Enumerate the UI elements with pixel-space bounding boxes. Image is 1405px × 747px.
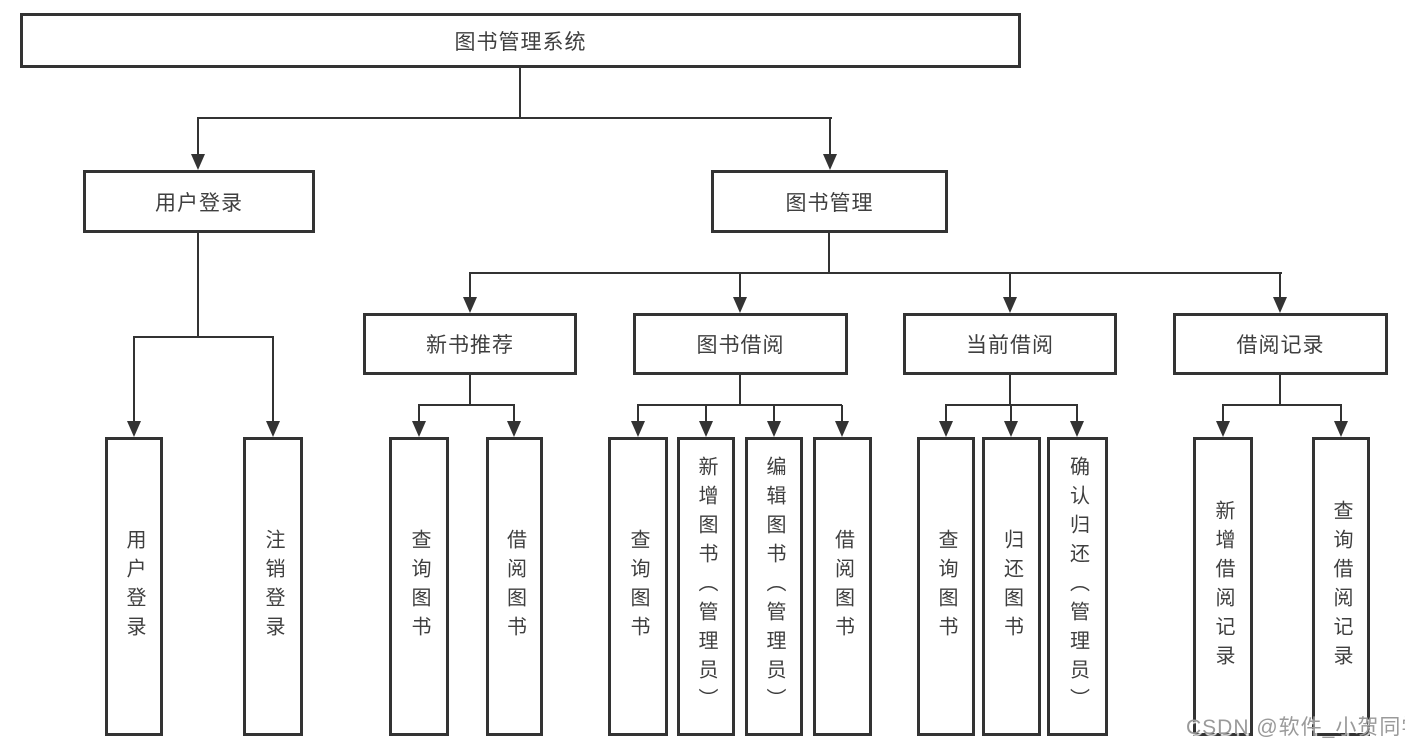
arrow-head-g3-1 (631, 421, 645, 437)
arrow-shaft-g3-1 (637, 405, 639, 425)
leaf-query-books-borrow: 查询图书 (608, 437, 668, 736)
leaf-query-books-borrow-label: 查询图书 (627, 528, 649, 645)
leaf-user-login-label: 用户登录 (123, 528, 145, 645)
arrow-head-g4-1 (939, 421, 953, 437)
leaf-query-books-current: 查询图书 (917, 437, 975, 736)
connector-l1-hbar (197, 117, 832, 119)
arrow-head-g3-3 (767, 421, 781, 437)
node-root: 图书管理系统 (20, 13, 1021, 68)
leaf-confirm-return-admin-label: 确认归还（管理员） (1066, 456, 1089, 717)
arrow-head-g5-2 (1334, 421, 1348, 437)
node-borrow-records: 借阅记录 (1173, 313, 1388, 375)
leaf-confirm-return-admin: 确认归还（管理员） (1047, 437, 1108, 736)
leaf-edit-book-admin: 编辑图书（管理员） (745, 437, 803, 736)
arrow-shaft-g3-2 (705, 405, 707, 425)
arrow-shaft-to-user-login (197, 118, 199, 158)
connector-records-drop (1279, 375, 1281, 406)
node-book-management-label: 图书管理 (785, 191, 874, 215)
connector-records-hbar (1222, 404, 1342, 406)
connector-mgmt-drop (828, 233, 830, 274)
arrow-shaft-g4-1 (945, 405, 947, 425)
arrow-shaft-to-records (1279, 273, 1281, 301)
arrow-shaft-to-leaf-user-login (133, 337, 135, 425)
leaf-query-borrow-record: 查询借阅记录 (1312, 437, 1370, 736)
arrow-shaft-g4-3 (1076, 405, 1078, 425)
leaf-edit-book-admin-label: 编辑图书（管理员） (763, 456, 785, 717)
leaf-user-login: 用户登录 (105, 437, 163, 736)
arrow-shaft-g2-2 (513, 405, 515, 425)
arrow-head-to-borrow (733, 297, 747, 313)
leaf-borrow-books: 借阅图书 (813, 437, 872, 736)
leaf-return-book: 归还图书 (982, 437, 1041, 736)
node-book-management: 图书管理 (711, 170, 948, 233)
arrow-head-g4-3 (1070, 421, 1084, 437)
connector-recommend-drop (469, 375, 471, 406)
arrow-head-to-user-login (191, 154, 205, 170)
leaf-add-borrow-record: 新增借阅记录 (1193, 437, 1253, 736)
arrow-head-g3-2 (699, 421, 713, 437)
node-new-book-recommend: 新书推荐 (363, 313, 577, 375)
node-new-book-recommend-label: 新书推荐 (426, 334, 514, 357)
arrow-shaft-to-recommend (469, 273, 471, 301)
leaf-borrow-books-label: 借阅图书 (831, 528, 854, 645)
node-user-login-label: 用户登录 (155, 191, 243, 215)
leaf-return-book-label: 归还图书 (1000, 528, 1023, 645)
node-current-borrow: 当前借阅 (903, 313, 1117, 375)
node-book-borrow: 图书借阅 (633, 313, 848, 375)
arrow-head-to-recommend (463, 297, 477, 313)
arrow-shaft-g3-4 (841, 405, 843, 425)
leaf-add-book-admin: 新增图书（管理员） (677, 437, 735, 736)
arrow-head-to-leaf-logout (266, 421, 280, 437)
arrow-shaft-g5-1 (1222, 405, 1224, 425)
node-root-label: 图书管理系统 (454, 30, 587, 54)
node-user-login: 用户登录 (83, 170, 315, 233)
leaf-add-book-admin-label: 新增图书（管理员） (695, 456, 717, 717)
arrow-head-g3-4 (835, 421, 849, 437)
leaf-logout: 注销登录 (243, 437, 303, 736)
arrow-shaft-to-borrow (739, 273, 741, 301)
connector-borrow-drop (739, 375, 741, 406)
arrow-head-to-book-management (823, 154, 837, 170)
leaf-query-borrow-record-label: 查询借阅记录 (1330, 499, 1352, 674)
arrow-head-g2-2 (507, 421, 521, 437)
arrow-head-g4-2 (1004, 421, 1018, 437)
leaf-borrow-books-recommend: 借阅图书 (486, 437, 543, 736)
connector-current-drop (1009, 375, 1011, 406)
arrow-shaft-g4-2 (1010, 405, 1012, 425)
csdn-watermark: CSDN @软件_小贺同学 (1186, 716, 1405, 739)
node-borrow-records-label: 借阅记录 (1236, 334, 1325, 357)
leaf-query-books-current-label: 查询图书 (935, 528, 957, 645)
arrow-head-g5-1 (1216, 421, 1230, 437)
node-current-borrow-label: 当前借阅 (966, 334, 1054, 357)
connector-mgmt-hbar (469, 272, 1282, 274)
connector-root-drop (519, 68, 521, 118)
arrow-head-to-records (1273, 297, 1287, 313)
arrow-shaft-g5-2 (1340, 405, 1342, 425)
arrow-shaft-to-current (1009, 273, 1011, 301)
connector-borrow-hbar (637, 404, 842, 406)
arrow-shaft-to-book-management (829, 118, 831, 158)
leaf-query-books-recommend: 查询图书 (389, 437, 449, 736)
arrow-head-to-leaf-user-login (127, 421, 141, 437)
arrow-shaft-g2-1 (418, 405, 420, 425)
connector-recommend-hbar (418, 404, 515, 406)
arrow-shaft-g3-3 (773, 405, 775, 425)
arrow-head-to-current (1003, 297, 1017, 313)
connector-login-drop (197, 233, 199, 338)
leaf-borrow-books-recommend-label: 借阅图书 (503, 528, 526, 645)
connector-login-hbar (133, 336, 274, 338)
arrow-shaft-to-leaf-logout (272, 337, 274, 425)
node-book-borrow-label: 图书借阅 (696, 334, 785, 357)
arrow-head-g2-1 (412, 421, 426, 437)
leaf-add-borrow-record-label: 新增借阅记录 (1212, 499, 1234, 674)
leaf-query-books-recommend-label: 查询图书 (408, 528, 430, 645)
leaf-logout-label: 注销登录 (262, 528, 284, 645)
